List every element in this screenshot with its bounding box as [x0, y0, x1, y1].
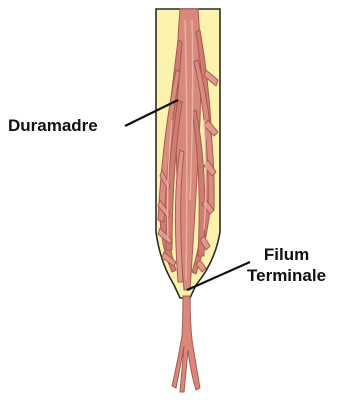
duramadre-label: Duramadre — [8, 115, 98, 136]
filum-terminale-label-line2: Terminale — [247, 265, 326, 286]
filum-terminale-label: Filum Terminale — [247, 244, 326, 286]
filum-terminale-label-line1: Filum — [247, 244, 326, 265]
filum-terminale — [172, 296, 200, 392]
